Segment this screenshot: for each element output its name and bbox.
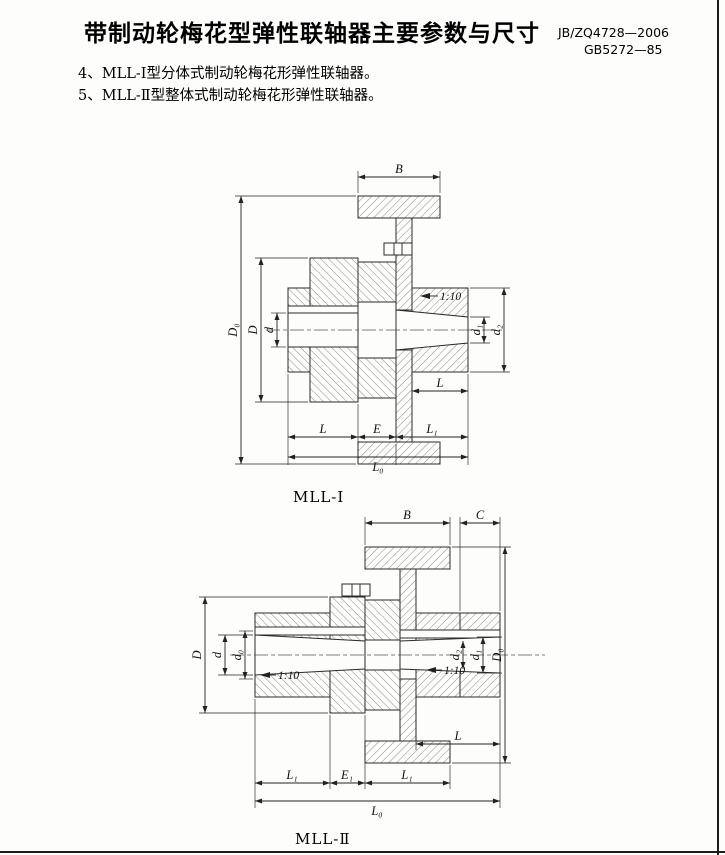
figure2-taper-annotation-right: 1:10 bbox=[426, 665, 465, 677]
figure2-taper-right-arrow-icon bbox=[426, 667, 436, 673]
figure2-dim-B: B bbox=[403, 508, 411, 522]
figure2-taper-right-label: 1:10 bbox=[444, 665, 465, 677]
figure2-dim-D0: D₀ bbox=[490, 648, 504, 662]
figure1-dim-B: B bbox=[395, 162, 403, 176]
figure1-dim-L: L bbox=[319, 422, 327, 436]
figure2-claw-top bbox=[364, 599, 401, 641]
figure2-bolt bbox=[341, 583, 371, 597]
figure1-dim-d2: d₂ bbox=[489, 324, 503, 335]
figure1-dim-d1: d₁ bbox=[469, 325, 483, 336]
figure2-drawing: 1:10 1:10 B C D d d₀ d₂ d₁ D₀ L L₁ E₁ L₁… bbox=[190, 508, 545, 818]
figure2-dim-L0: L₀ bbox=[370, 804, 382, 818]
figure1-extension-lines bbox=[235, 171, 510, 465]
figure2-bolt-body bbox=[341, 583, 371, 597]
figure2-dim-d1: d₁ bbox=[468, 650, 482, 661]
figure1-dimension-lines bbox=[238, 174, 507, 464]
figure1-claw-bottom bbox=[357, 357, 397, 399]
figure1-dim-L0: L₀ bbox=[371, 460, 383, 474]
standard-ref-gb: GB5272—85 bbox=[584, 42, 663, 57]
figure1-dim-D: D bbox=[246, 325, 260, 335]
figure2-extension-lines bbox=[199, 517, 511, 808]
figure2-dim-E1: E₁ bbox=[340, 768, 353, 782]
figure1-web-bottom bbox=[395, 349, 413, 443]
figure2-dim-d2: d₂ bbox=[448, 649, 462, 660]
figure2-taper-annotation-left: 1:10 bbox=[260, 670, 299, 682]
figure2-drum-rim-top bbox=[364, 546, 451, 570]
note-item-4: 4、MLL-Ⅰ型分体式制动轮梅花形弹性联轴器。 bbox=[78, 66, 379, 82]
figure2-dim-C: C bbox=[476, 508, 485, 522]
figure1-taper-annotation: 1:10 bbox=[420, 291, 461, 303]
figure2-dimension-labels: B C D d d₀ d₂ d₁ D₀ L L₁ E₁ L₁ L₀ bbox=[190, 508, 504, 818]
figure1-bolt bbox=[383, 242, 413, 256]
figure1-keyway bbox=[287, 305, 359, 314]
figure2-dim-D: D bbox=[190, 650, 204, 660]
figure2-dim-L1-right: L₁ bbox=[400, 768, 412, 782]
figure2-caption: MLL-Ⅱ bbox=[295, 830, 351, 848]
standard-references: JB/ZQ4728—2006 GB5272—85 bbox=[558, 24, 669, 58]
figure1-drum-rim-top bbox=[357, 195, 441, 219]
standard-ref-jb: JB/ZQ4728—2006 bbox=[558, 25, 669, 40]
figure1-taper-label: 1:10 bbox=[440, 291, 461, 303]
figure2-right-keyway bbox=[399, 629, 501, 639]
figure2-dim-L: L bbox=[454, 729, 462, 743]
figure1-dim-E: E bbox=[372, 422, 381, 436]
figure1-dim-L-right: L bbox=[436, 376, 444, 390]
figure1-bolt-body bbox=[383, 242, 413, 256]
page-edge-bottom-line bbox=[0, 851, 725, 853]
figure2-dim-L1-left: L₁ bbox=[285, 768, 297, 782]
figure2-left-keyway bbox=[254, 626, 366, 636]
figure2-claw-bottom bbox=[364, 669, 401, 711]
page-edge-right-line bbox=[717, 0, 719, 855]
figure1-dim-D0: D₀ bbox=[226, 323, 240, 337]
figure2-dim-d0: d₀ bbox=[230, 650, 244, 661]
figure1-taper-bore bbox=[395, 309, 469, 351]
figure2-web-top bbox=[399, 568, 417, 632]
figure1-drawing: 1:10 B D₀ D d d₁ d₂ L L E L₁ L₀ bbox=[226, 162, 510, 474]
figure1-dimension-labels: B D₀ D d d₁ d₂ L L E L₁ L₀ bbox=[226, 162, 503, 474]
figure2-dim-d: d bbox=[210, 651, 224, 658]
figure2-web-bottom bbox=[399, 678, 417, 742]
figure1-dim-d: d bbox=[262, 326, 276, 333]
figure2-taper-left-label: 1:10 bbox=[278, 670, 299, 682]
figure1-web-top bbox=[395, 217, 413, 311]
page-title: 带制动轮梅花型弹性联轴器主要参数与尺寸 bbox=[84, 21, 540, 47]
figure1-drum-rim-bottom bbox=[357, 441, 441, 465]
figure1-taper-arrow-icon bbox=[420, 293, 430, 299]
figure1-caption: MLL-Ⅰ bbox=[293, 488, 345, 506]
figure1-claw-top bbox=[357, 261, 397, 303]
figure2-taper-left-arrow-icon bbox=[260, 672, 270, 678]
figure1-dim-L1: L₁ bbox=[425, 422, 437, 436]
note-item-5: 5、MLL-Ⅱ型整体式制动轮梅花形弹性联轴器。 bbox=[78, 88, 383, 104]
figure2-dimension-lines bbox=[202, 520, 508, 804]
